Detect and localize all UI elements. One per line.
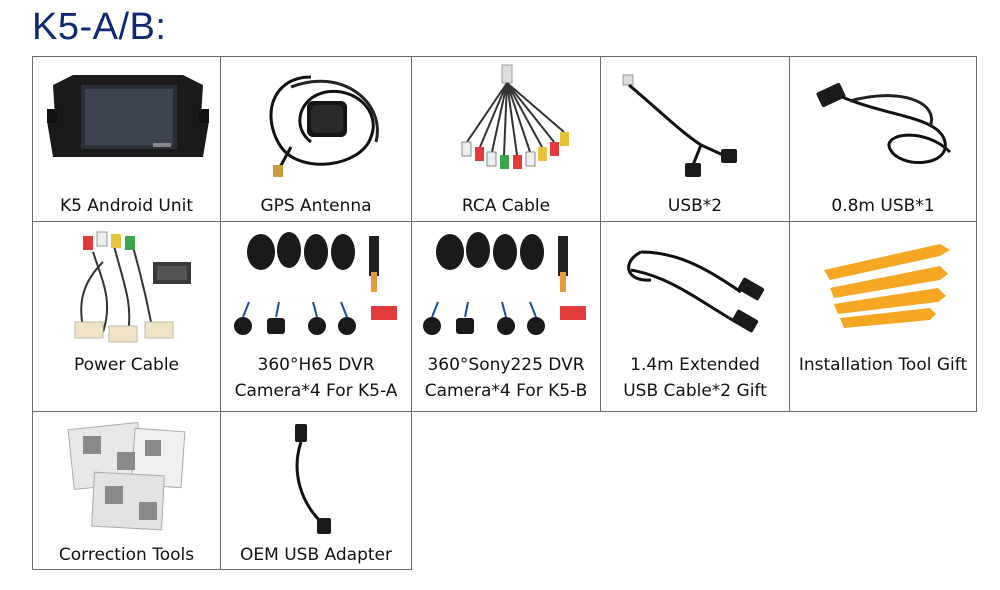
rca-cable-image — [412, 57, 600, 187]
correction-cloth-image — [33, 412, 220, 540]
item-caption: K5 Android Unit — [59, 196, 194, 216]
usb-cable-image — [790, 57, 976, 187]
item-caption-line-2: USB Cable*2 Gift — [623, 381, 767, 401]
item-correction-tools: Correction Tools — [32, 411, 221, 570]
pry-tool-image — [790, 222, 976, 352]
dvr-camera-image — [412, 222, 600, 352]
page-title: K5-A/B: — [32, 6, 167, 48]
item-installation-tool: Installation Tool Gift — [789, 221, 977, 412]
item-caption: USB*2 — [667, 196, 723, 216]
item-caption-line-1: 1.4m Extended — [630, 355, 760, 375]
item-caption: Correction Tools — [58, 545, 195, 565]
gps-antenna-image — [221, 57, 411, 187]
item-caption-line-2: Camera*4 For K5-A — [234, 381, 398, 401]
dvr-camera-image — [221, 222, 411, 352]
extended-usb-image — [601, 222, 789, 352]
item-gps-antenna: GPS Antenna — [220, 56, 412, 222]
item-caption: GPS Antenna — [260, 196, 372, 216]
item-sony225-camera: 360°Sony225 DVR Camera*4 For K5-B — [411, 221, 601, 412]
item-usb-2: USB*2 — [600, 56, 790, 222]
item-caption: Installation Tool Gift — [798, 355, 968, 375]
item-usb-08m: 0.8m USB*1 — [789, 56, 977, 222]
usb-cable-image — [601, 57, 789, 187]
item-caption: Power Cable — [73, 355, 180, 375]
item-android-unit: K5 Android Unit — [32, 56, 221, 222]
power-cable-image — [33, 222, 220, 352]
item-caption-line-2: Camera*4 For K5-B — [424, 381, 588, 401]
oem-usb-image — [221, 412, 411, 540]
item-caption: OEM USB Adapter — [240, 545, 392, 565]
item-caption-line-1: 360°H65 DVR — [257, 355, 375, 375]
item-h65-camera: 360°H65 DVR Camera*4 For K5-A — [220, 221, 412, 412]
item-power-cable: Power Cable — [32, 221, 221, 412]
item-caption-line-1: 360°Sony225 DVR — [427, 355, 585, 375]
item-caption: 0.8m USB*1 — [831, 196, 935, 216]
item-extended-usb: 1.4m Extended USB Cable*2 Gift — [600, 221, 790, 412]
item-caption: RCA Cable — [461, 196, 551, 216]
item-oem-usb-adapter: OEM USB Adapter — [220, 411, 412, 570]
item-rca-cable: RCA Cable — [411, 56, 601, 222]
android-unit-image — [33, 57, 220, 187]
